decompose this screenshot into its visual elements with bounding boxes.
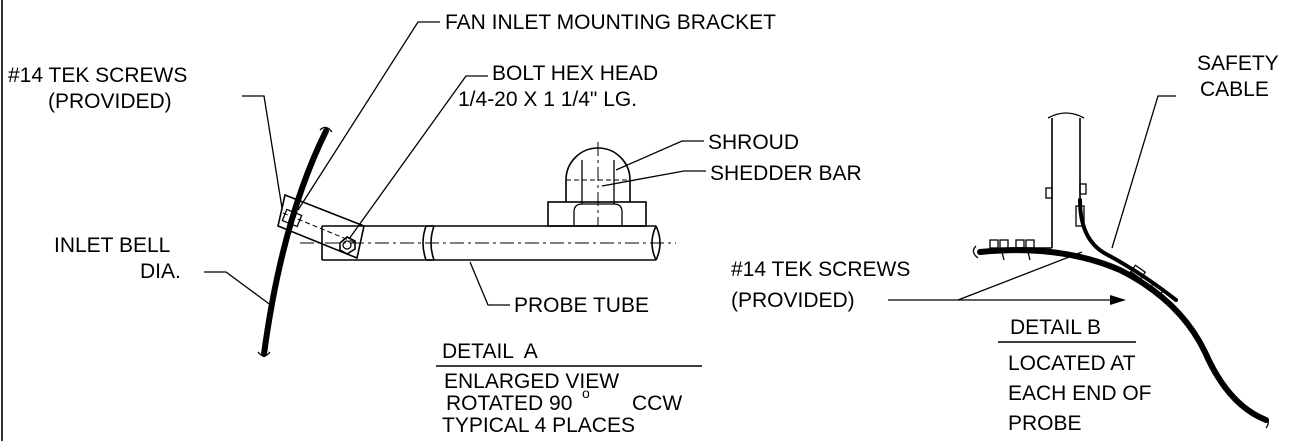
label-safety-line1: SAFETY xyxy=(1197,52,1279,75)
detail-b: SAFETY CABLE #14 TEK SCREWS (PROVIDED) D… xyxy=(731,52,1279,435)
label-tek-screws-b-line1: #14 TEK SCREWS xyxy=(731,258,910,281)
inlet-bell-break-right xyxy=(1261,415,1269,429)
label-bolt-line1: BOLT HEX HEAD xyxy=(492,62,658,85)
leader-bolt xyxy=(348,75,488,240)
label-tek-screws-a-line1: #14 TEK SCREWS xyxy=(8,64,187,87)
shroud xyxy=(547,142,647,227)
leader-shroud xyxy=(615,140,704,171)
detail-a-note-1: ENLARGED VIEW xyxy=(444,370,619,393)
leader-tek-screws-a xyxy=(242,95,283,209)
label-bolt-line2: 1/4-20 X 1 1/4" LG. xyxy=(458,88,637,111)
support-post xyxy=(1010,112,1087,249)
label-tek-screws-b-line2: (PROVIDED) xyxy=(731,289,855,312)
label-inlet-bell-line1: INLET BELL xyxy=(54,234,170,257)
detail-a-note-3: CCW xyxy=(632,392,682,415)
label-inlet-bell-line2: DIA. xyxy=(140,260,181,283)
detail-a: FAN INLET MOUNTING BRACKET #14 TEK SCREW… xyxy=(8,11,862,437)
leader-fan-inlet-bracket xyxy=(297,21,440,211)
detail-a-note-4: TYPICAL 4 PLACES xyxy=(442,414,635,437)
label-probe-tube: PROBE TUBE xyxy=(514,294,649,317)
label-fan-inlet-bracket: FAN INLET MOUNTING BRACKET xyxy=(445,11,776,34)
label-shedder-bar: SHEDDER BAR xyxy=(710,162,862,185)
leader-shedder-bar xyxy=(601,170,706,187)
label-safety-line2: CABLE xyxy=(1200,78,1269,101)
detail-b-note-2: EACH END OF xyxy=(1008,382,1152,405)
safety-cable xyxy=(1075,198,1178,302)
inlet-bell-wall xyxy=(261,128,329,357)
label-tek-screws-a-line2: (PROVIDED) xyxy=(48,90,172,113)
mounting-bracket xyxy=(277,193,365,260)
leader-tek-screws-b-upper xyxy=(957,251,1083,301)
detail-b-note-3: PROBE xyxy=(1008,412,1082,435)
probe-tube xyxy=(300,225,676,261)
leader-safety-cable xyxy=(1111,95,1176,249)
detail-b-title: DETAIL B xyxy=(1010,316,1101,339)
inlet-bell-break-left xyxy=(972,245,979,259)
inlet-bell-break-top xyxy=(319,126,333,133)
detail-a-title: DETAIL A xyxy=(442,340,538,363)
arrowhead-tek-screws-b xyxy=(1110,295,1126,305)
leader-probe-tube xyxy=(469,261,510,306)
label-shroud: SHROUD xyxy=(708,131,799,154)
leader-inlet-bell xyxy=(204,271,273,307)
bolt-hex-head xyxy=(339,236,356,255)
detail-b-note-1: LOCATED AT xyxy=(1008,352,1136,375)
degree-symbol: o xyxy=(582,385,590,401)
inlet-bell-surface xyxy=(977,247,1269,423)
detail-a-note-2: ROTATED 90 xyxy=(446,392,572,415)
inlet-bell-break-bottom xyxy=(257,351,271,357)
